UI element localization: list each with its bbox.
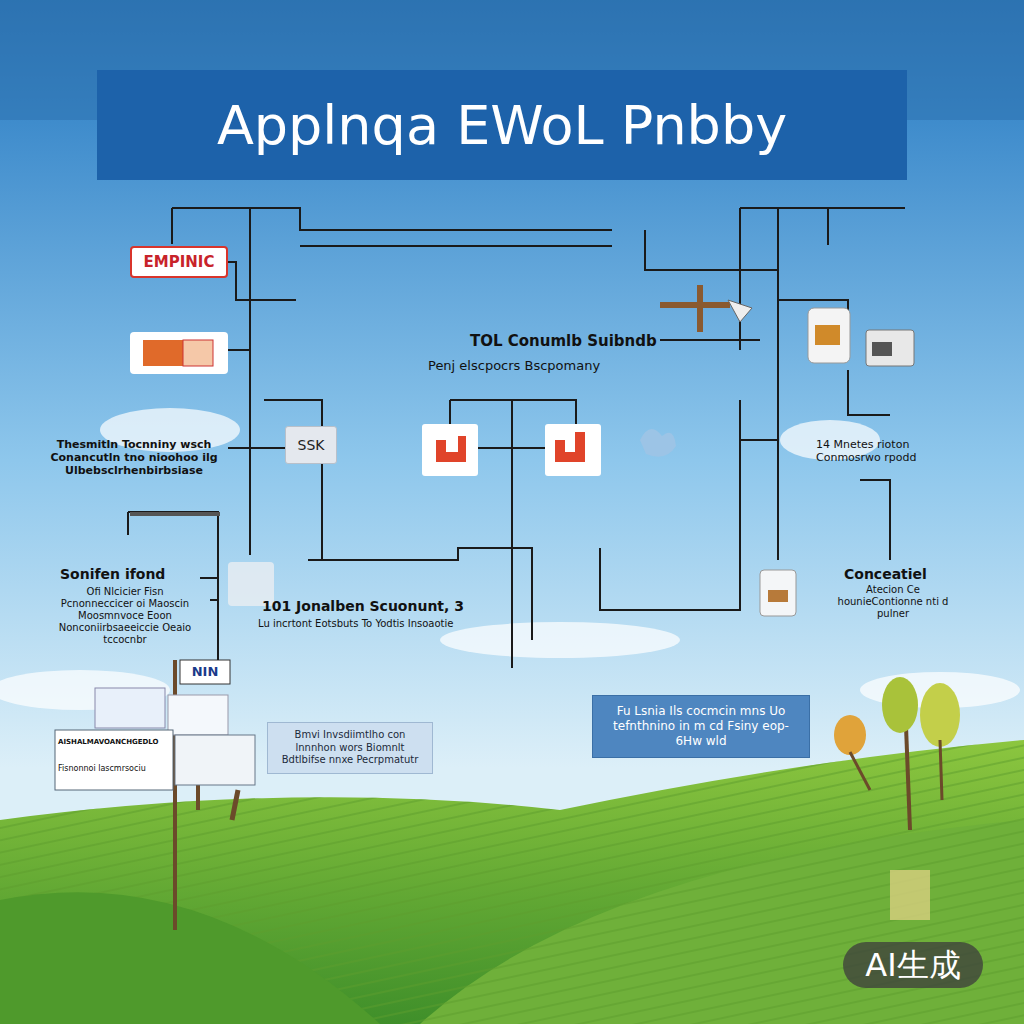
node-text: Bmvi Invsdiimtlho con lnnnhon wors Biomn… xyxy=(276,729,424,767)
text-label: AISHALMAVOANCHGEDLO xyxy=(58,738,170,746)
text-label: Thesmitln Tocnniny wsch Conancutln tno n… xyxy=(40,438,228,478)
text-label: Sonifen ifond xyxy=(60,566,200,583)
title-bar: Applnqa EWoL Pnbby xyxy=(97,70,907,180)
info-panel: Fu Lsnia Ils cocmcin mns Uo tefnthnino i… xyxy=(592,695,810,758)
node-text: EMPINIC xyxy=(138,253,220,271)
title-text: Applnqa EWoL Pnbby xyxy=(217,94,787,157)
text-label: 101 Jonalben Scuonunt, 3 xyxy=(262,598,492,615)
text-label: Fisnonnoi lascmrsociu xyxy=(58,764,170,774)
text-label: TOL Conumlb Suibndb xyxy=(470,332,670,350)
node-text: Fu Lsnia Ils cocmcin mns Uo tefnthnino i… xyxy=(603,704,799,749)
text-label: Lu incrtont Eotsbuts To Yodtis Insoaotie xyxy=(258,618,478,630)
label-box: EMPINIC xyxy=(130,246,228,278)
watermark: AI生成 xyxy=(843,942,983,988)
text-label: Atecion Ce hounieContionne nti d pulner xyxy=(828,584,958,620)
node-text: SSK xyxy=(288,437,334,453)
icon-box: SSK xyxy=(285,426,337,464)
text-label: Penj elscpocrs Bscpomany xyxy=(428,358,668,374)
text-label: Ofi Nlcicier Fisn Pcnonneccicer oi Maosc… xyxy=(50,586,200,646)
text-label: NIN xyxy=(182,664,228,680)
text-label: Conceatiel xyxy=(844,566,954,583)
info-panel: Bmvi Invsdiimtlho con lnnnhon wors Biomn… xyxy=(267,722,433,774)
text-label: 14 Mnetes rioton Conmosrwo rpodd xyxy=(816,438,966,464)
